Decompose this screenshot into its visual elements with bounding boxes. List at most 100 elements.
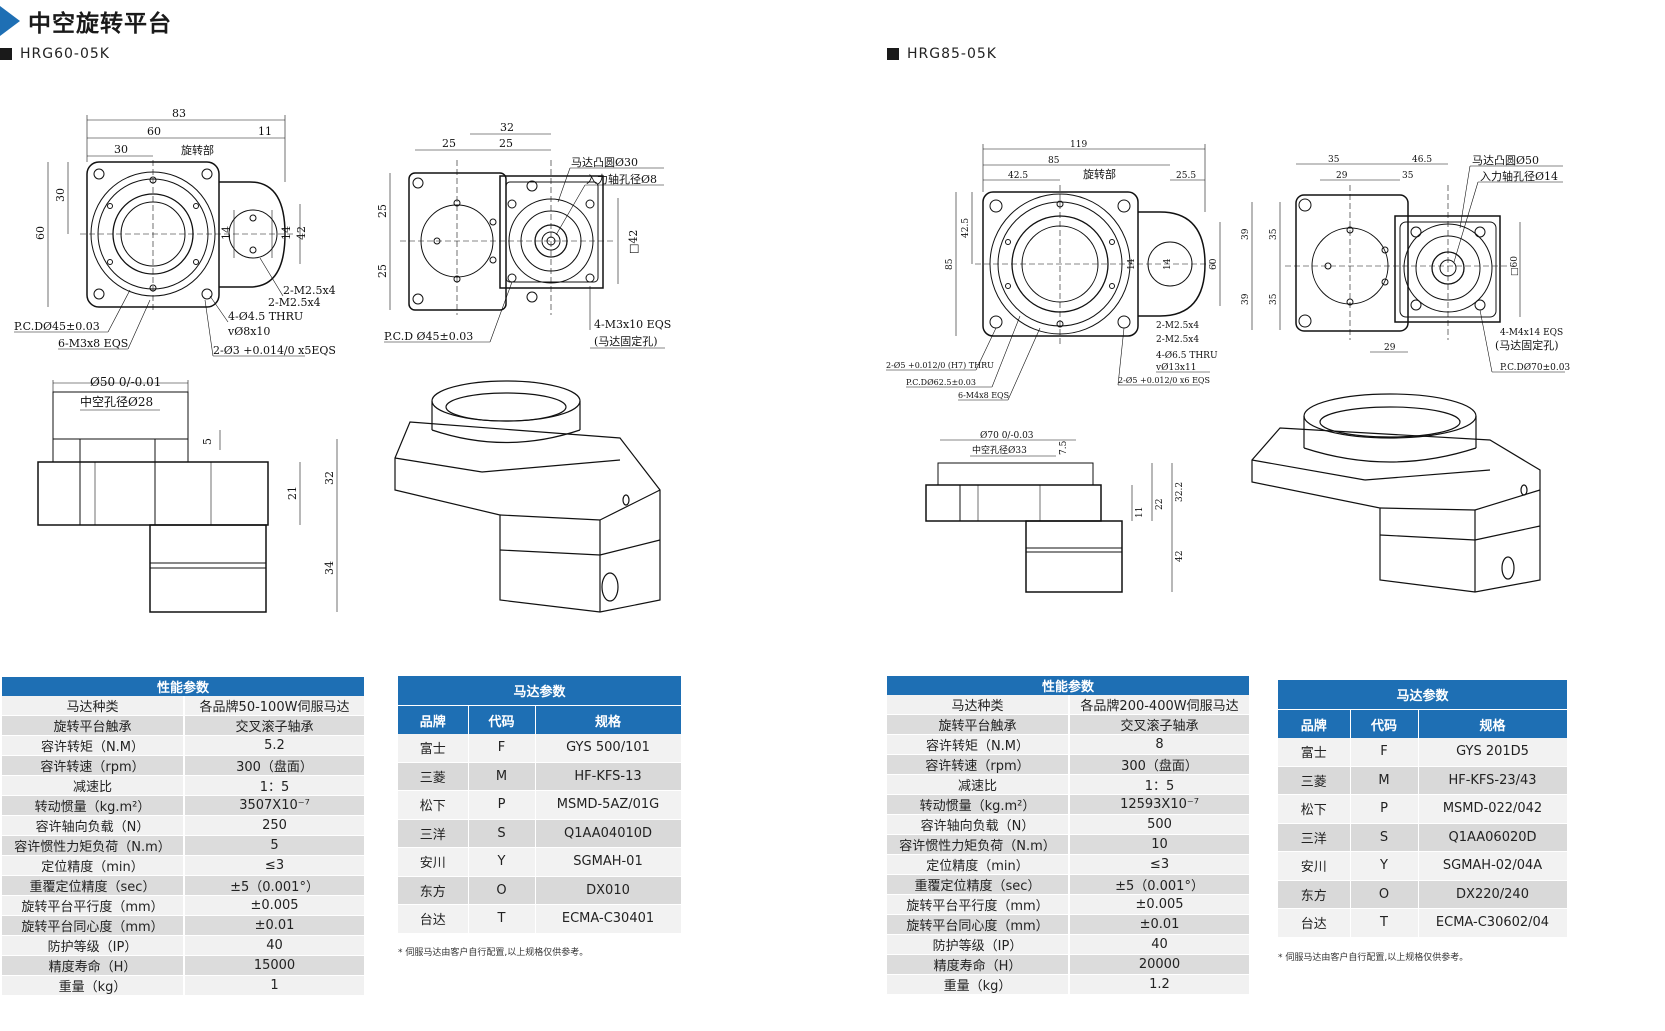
parameter-value: 500: [1069, 814, 1250, 835]
parameter-value: 40: [184, 935, 365, 956]
parameter-name: 旋转平台触承: [887, 714, 1070, 735]
brand-cell: 三洋: [398, 819, 469, 848]
table-row: 精度寿命（H）15000: [2, 955, 365, 976]
parameter-value: ±0.005: [1069, 894, 1250, 915]
motor-table-title: 马达参数: [398, 676, 682, 706]
note-label: P.C.DØ45±0.03: [14, 320, 100, 333]
parameter-name: 容许惯性力矩负荷（N.m）: [2, 835, 185, 856]
dim-label: 83: [172, 107, 186, 120]
spec-cell: MSMD-022/042: [1418, 794, 1568, 824]
dim-label: 46.5: [1412, 155, 1432, 165]
spec-cell: HF-KFS-23/43: [1418, 766, 1568, 795]
dim-label: 旋转部: [1083, 167, 1116, 181]
parameter-name: 旋转平台同心度（mm）: [887, 914, 1070, 935]
right-technical-drawing: 119 85 42.5 旋转部 25.5 42.5 85 14 14 60 2-…: [880, 130, 1580, 610]
parameter-name: 防护等级（IP）: [887, 934, 1070, 955]
code-cell: M: [1350, 766, 1419, 795]
dim-label: 旋转部: [181, 143, 214, 157]
parameter-name: 减速比: [887, 774, 1070, 795]
note-label: 2-Ø3 +0.014/0 x5EQS: [213, 344, 336, 357]
brand-cell: 三菱: [398, 762, 469, 791]
parameter-name: 定位精度（min）: [887, 854, 1070, 875]
parameter-name: 防护等级（IP）: [2, 935, 185, 956]
table-row: 定位精度（min）≤3: [887, 854, 1250, 875]
brand-cell: 台达: [1278, 908, 1351, 938]
spec-cell: GYS 201D5: [1418, 738, 1568, 767]
front-view: [925, 439, 1173, 593]
parameter-name: 旋转平台平行度（mm）: [887, 894, 1070, 915]
table-row: 容许轴向负载（N）250: [2, 815, 365, 836]
note-label: P.C.DØ70±0.03: [1500, 362, 1570, 373]
code-cell: S: [468, 819, 536, 848]
code-cell: O: [468, 876, 536, 905]
dim-label: 30: [54, 188, 67, 202]
note-label: (马达固定孔): [594, 334, 658, 348]
dim-label: 32.2: [1175, 482, 1185, 502]
table-row: 定位精度（min）≤3: [2, 855, 365, 876]
parameter-name: 重覆定位精度（sec）: [887, 874, 1070, 895]
parameter-name: 容许惯性力矩负荷（N.m）: [887, 834, 1070, 855]
spec-cell: HF-KFS-13: [535, 762, 682, 791]
dim-label: 14: [1127, 258, 1137, 270]
spec-cell: MSMD-5AZ/01G: [535, 790, 682, 820]
performance-table-right: 性能参数 马达种类各品牌200-400W伺服马达旋转平台触承交叉滚子轴承容许转矩…: [887, 676, 1250, 995]
note-label: 4-M3x10 EQS: [594, 318, 671, 331]
column-header-spec: 规格: [1418, 709, 1568, 738]
brand-cell: 松下: [1278, 794, 1351, 824]
side-view: [1251, 163, 1521, 353]
table-row: 旋转平台平行度（mm）±0.005: [2, 895, 365, 916]
dim-label: 22: [1155, 499, 1165, 510]
performance-table-title: 性能参数: [887, 676, 1250, 695]
brand-cell: 安川: [1278, 851, 1351, 881]
dim-label: 60: [1209, 258, 1219, 270]
dim-label: 11: [258, 125, 272, 138]
note-label: 2-M2.5x4: [1156, 335, 1199, 345]
parameter-name: 定位精度（min）: [2, 855, 185, 876]
dim-label: 14: [1163, 258, 1173, 270]
parameter-name: 旋转平台平行度（mm）: [2, 895, 185, 916]
square-bullet-icon: [0, 48, 12, 60]
note-label: 2-Ø5 +0.012/0 (H7) THRU: [886, 361, 994, 370]
table-row: 重覆定位精度（sec）±5（0.001°）: [887, 874, 1250, 895]
code-cell: F: [468, 734, 536, 763]
left-technical-drawing: 83 60 11 30 旋转部 30 60 14 14 42 2-M2.5x4 …: [0, 100, 700, 620]
iso-view: [1251, 393, 1541, 593]
dim-label: 85: [1048, 156, 1060, 166]
parameter-name: 精度寿命（H）: [2, 955, 185, 976]
dim-label: 中空孔径Ø28: [80, 394, 153, 409]
parameter-name: 重量（kg）: [887, 974, 1070, 995]
code-cell: M: [468, 762, 536, 791]
footnote: * 伺服马达由客户自行配置,以上规格仅供参考。: [1278, 953, 1469, 963]
parameter-name: 精度寿命（H）: [887, 954, 1070, 975]
parameter-name: 容许转矩（N.M）: [887, 734, 1070, 755]
performance-table-title: 性能参数: [2, 677, 365, 696]
parameter-value: ≤3: [1069, 854, 1250, 875]
title-arrow-icon: [0, 6, 20, 36]
dim-label: 85: [945, 258, 955, 270]
parameter-value: 15000: [184, 955, 365, 976]
table-row: 旋转平台触承交叉滚子轴承: [887, 714, 1250, 735]
dim-label: 中空孔径Ø33: [972, 444, 1027, 456]
parameter-value: ±0.005: [184, 895, 365, 916]
dim-label: 25: [442, 137, 456, 150]
model-label-left: HRG60-05K: [0, 46, 110, 62]
front-view: [37, 380, 338, 613]
page-title: 中空旋转平台: [28, 11, 172, 37]
dim-label: 32: [323, 471, 336, 485]
dim-label: Ø70 0/-0.03: [980, 430, 1034, 441]
spec-cell: DX220/240: [1418, 880, 1568, 909]
parameter-name: 转动惯量（kg.m²）: [887, 794, 1070, 815]
code-cell: Y: [468, 847, 536, 877]
dim-label: 35: [1269, 228, 1279, 240]
code-cell: P: [1350, 794, 1419, 824]
dim-label: 11: [1135, 507, 1145, 518]
dim-label: 29: [1384, 343, 1396, 353]
